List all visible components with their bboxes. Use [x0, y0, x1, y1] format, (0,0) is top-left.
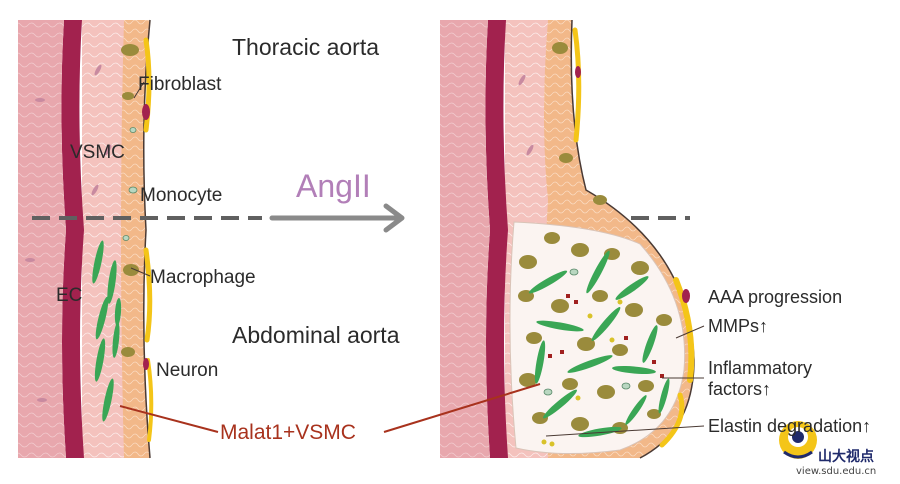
monocyte-label: Monocyte — [140, 185, 223, 206]
watermark-name: 山大视点 — [818, 449, 874, 465]
watermark-logo — [779, 421, 817, 459]
ec-label: EC — [56, 285, 83, 306]
abdominal-aorta-label: Abdominal aorta — [232, 322, 400, 348]
factors-label: factors↑ — [708, 379, 772, 399]
elastin-degradation-label: Elastin degradation↑ — [708, 416, 872, 436]
angii-arrow — [269, 203, 405, 233]
mmps-label: MMPs↑ — [708, 316, 768, 336]
malat1-line-right — [383, 383, 541, 433]
vsmc-label: VSMC — [70, 142, 125, 163]
macrophage-label: Macrophage — [150, 267, 256, 288]
angii-label: AngII — [296, 168, 371, 204]
malat1-vsmc-label: Malat1+VSMC — [220, 421, 356, 444]
aaa-progression-label: AAA progression — [708, 287, 843, 307]
watermark-url: view.sdu.edu.cn — [796, 466, 877, 477]
right-aorta-wall — [440, 19, 695, 459]
fibroblast-label: Fibroblast — [138, 74, 222, 95]
neuron-label: Neuron — [156, 360, 219, 381]
inflammatory-label: Inflammatory — [708, 358, 813, 378]
left-aorta-wall — [18, 19, 154, 459]
malat1-line-left — [119, 405, 219, 433]
thoracic-aorta-label: Thoracic aorta — [232, 34, 380, 60]
